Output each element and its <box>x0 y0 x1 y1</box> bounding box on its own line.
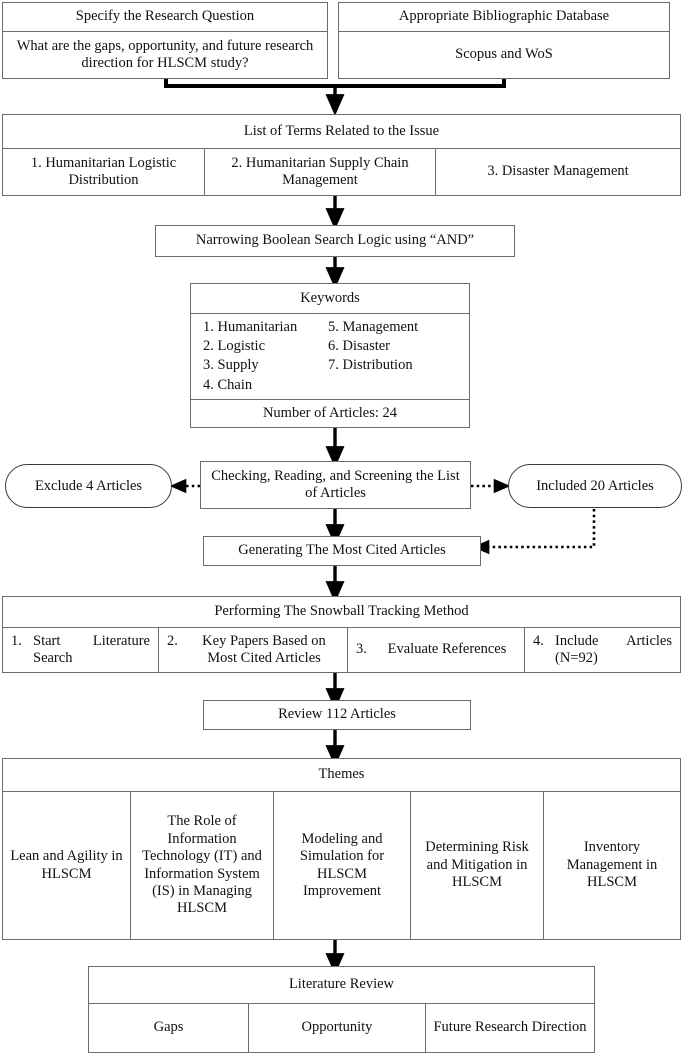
keywords-article-count: Number of Articles: 24 <box>191 398 469 427</box>
snowball-item-text: Evaluate References <box>387 641 507 658</box>
snowball-item[interactable]: 1. Start Literature Search <box>3 628 158 672</box>
snowball-header: Performing The Snowball Tracking Method <box>214 603 469 620</box>
exclude-articles-label: Exclude 4 Articles <box>34 477 143 494</box>
keyword-item: 3. Supply <box>203 357 259 374</box>
database-body: Scopus and WoS <box>339 31 669 78</box>
literature-review-item[interactable]: Gaps <box>153 1019 184 1036</box>
snowball-item[interactable]: 3. Evaluate References <box>347 628 524 672</box>
snowball-item-number: 3. <box>356 641 367 658</box>
term-item[interactable]: 2. Humanitarian Supply Chain Management <box>204 149 435 195</box>
literature-review-item[interactable]: Future Research Direction <box>425 1004 594 1052</box>
review-articles-label: Review 112 Articles <box>278 706 396 723</box>
database-header: Appropriate Bibliographic Database <box>398 8 610 25</box>
node-keywords[interactable]: Keywords 1. Humanitarian 2. Logistic 3. … <box>190 283 470 428</box>
snowball-item-number: 4. <box>533 632 544 649</box>
node-literature-review[interactable]: Literature Review Gaps Opportunity Futur… <box>88 966 595 1053</box>
research-question-body: What are the gaps, opportunity, and futu… <box>3 31 327 78</box>
keywords-column-right: 5. Management 6. Disaster 7. Distributio… <box>328 318 468 395</box>
literature-review-header: Literature Review <box>288 976 395 993</box>
theme-item[interactable]: The Role of Information Technology (IT) … <box>130 792 273 939</box>
snowball-item-text: Include Articles (N=92) <box>555 632 672 666</box>
themes-header: Themes <box>318 766 365 783</box>
node-snowball-tracking[interactable]: Performing The Snowball Tracking Method … <box>2 596 681 673</box>
keyword-item: 6. Disaster <box>328 338 391 355</box>
snowball-item-number: 2. <box>167 632 178 649</box>
term-item[interactable]: 1. Humanitarian Logistic Distribution <box>30 154 177 188</box>
list-of-terms-header: List of Terms Related to the Issue <box>243 122 440 139</box>
term-item[interactable]: 3. Disaster Management <box>435 149 680 195</box>
node-exclude-articles[interactable]: Exclude 4 Articles <box>5 464 172 508</box>
boolean-search-label: Narrowing Boolean Search Logic using “AN… <box>195 232 475 249</box>
snowball-item-text: Key Papers Based on Most Cited Articles <box>202 632 326 666</box>
keyword-item: 5. Management <box>328 319 419 336</box>
theme-item[interactable]: Inventory Management in HLSCM <box>543 792 680 939</box>
keyword-item: 1. Humanitarian <box>203 319 298 336</box>
theme-item[interactable]: Lean and Agility in HLSCM <box>10 848 123 882</box>
keyword-item: 7. Distribution <box>328 357 413 374</box>
theme-item[interactable]: Modeling and Simulation for HLSCM Improv… <box>273 792 410 939</box>
node-included-articles[interactable]: Included 20 Articles <box>508 464 682 508</box>
theme-item[interactable]: Determining Risk and Mitigation in HLSCM <box>410 792 543 939</box>
keywords-list: 1. Humanitarian 2. Logistic 3. Supply 4.… <box>191 313 469 399</box>
node-list-of-terms[interactable]: List of Terms Related to the Issue 1. Hu… <box>2 114 681 196</box>
keywords-column-left: 1. Humanitarian 2. Logistic 3. Supply 4.… <box>203 318 328 395</box>
connector-top-bracket <box>164 79 506 116</box>
included-articles-label: Included 20 Articles <box>536 477 654 494</box>
node-themes[interactable]: Themes Lean and Agility in HLSCM The Rol… <box>2 758 681 940</box>
node-bibliographic-database[interactable]: Appropriate Bibliographic Database Scopu… <box>338 2 670 79</box>
screening-label: Checking, Reading, and Screening the Lis… <box>211 467 460 501</box>
keyword-item: 4. Chain <box>203 376 253 393</box>
node-screening[interactable]: Checking, Reading, and Screening the Lis… <box>200 461 471 509</box>
snowball-item-text: Start Literature Search <box>33 632 150 666</box>
connector-included-to-most-cited <box>472 509 596 555</box>
node-boolean-search[interactable]: Narrowing Boolean Search Logic using “AN… <box>155 225 515 257</box>
snowball-item[interactable]: 2. Key Papers Based on Most Cited Articl… <box>158 628 347 672</box>
node-research-question[interactable]: Specify the Research Question What are t… <box>2 2 328 79</box>
research-question-header: Specify the Research Question <box>75 8 255 25</box>
most-cited-articles-label: Generating The Most Cited Articles <box>238 542 446 559</box>
snowball-item[interactable]: 4. Include Articles (N=92) <box>524 628 680 672</box>
node-review-articles[interactable]: Review 112 Articles <box>203 700 471 730</box>
keyword-item: 2. Logistic <box>203 338 266 355</box>
literature-review-item[interactable]: Opportunity <box>248 1004 425 1052</box>
keywords-header: Keywords <box>300 290 360 307</box>
node-most-cited-articles[interactable]: Generating The Most Cited Articles <box>203 536 481 566</box>
snowball-item-number: 1. <box>11 632 22 649</box>
